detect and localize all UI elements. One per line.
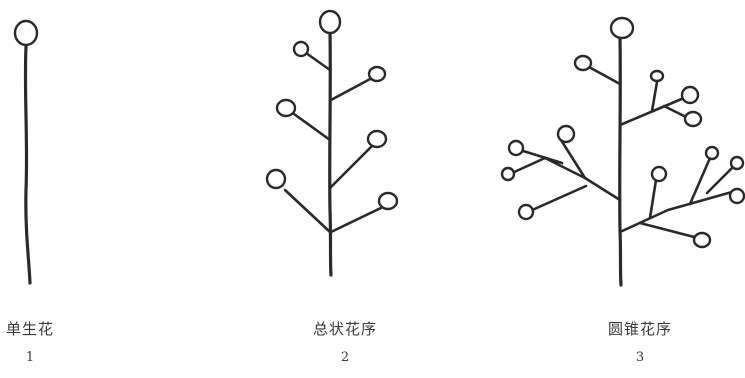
figure-2-raceme — [267, 11, 397, 275]
figure-3-branch — [707, 165, 735, 193]
figure-3-number: 3 — [595, 350, 685, 365]
figure-2-branch — [294, 114, 330, 140]
figure-3-flower — [685, 112, 701, 126]
figure-1-flower — [15, 21, 37, 45]
figure-2-terminal-flower — [320, 11, 340, 33]
figure-3-flower — [651, 71, 663, 81]
figure-1-stem — [25, 47, 30, 283]
figure-3-flower — [706, 147, 718, 159]
figure-2-number: 2 — [300, 350, 390, 365]
figure-3-branch — [512, 158, 545, 173]
figure-3-main-axis — [620, 38, 621, 285]
figure-2-flower — [369, 67, 385, 81]
figure-2-flower — [277, 100, 295, 116]
figure-3-panicle — [502, 18, 744, 285]
figure-3-flower — [731, 157, 743, 169]
figure-3-caption: 圆锥花序 — [595, 318, 685, 339]
figure-2-caption: 总状花序 — [300, 318, 390, 339]
figure-3-branch — [690, 158, 710, 204]
figure-3-flower — [519, 205, 533, 219]
figure-3-flower — [652, 167, 666, 181]
figure-3-branch — [650, 180, 656, 218]
figure-2-branch — [331, 207, 383, 232]
figure-3-flower — [509, 141, 523, 155]
figure-3-branch — [545, 158, 620, 200]
figure-3-branch — [530, 186, 586, 211]
figure-1-solitary-flower — [15, 21, 37, 283]
figure-3-branch — [589, 67, 620, 84]
figure-2-branch — [285, 190, 330, 232]
figure-1-number: 1 — [0, 350, 60, 365]
figure-2-flower — [368, 131, 386, 147]
figure-2-branch — [331, 78, 372, 100]
figure-3-flower — [502, 168, 514, 180]
figure-2-branch — [306, 53, 330, 70]
figure-2-flower — [294, 42, 308, 56]
figure-2-branch — [330, 146, 372, 188]
figure-3-flower — [558, 126, 574, 142]
figure-3-flower — [694, 233, 710, 247]
figure-3-branch — [620, 192, 732, 232]
figure-3-flower — [682, 87, 698, 103]
figure-1-caption: 单生花 — [0, 318, 60, 339]
figure-3-terminal-flower — [611, 18, 633, 38]
figure-2-flower — [379, 193, 397, 209]
figure-2-flower — [267, 170, 285, 188]
figure-3-branch — [640, 223, 698, 238]
figure-3-flower — [730, 189, 744, 203]
figure-3-flower — [575, 56, 591, 70]
figure-3-branch — [652, 82, 657, 111]
